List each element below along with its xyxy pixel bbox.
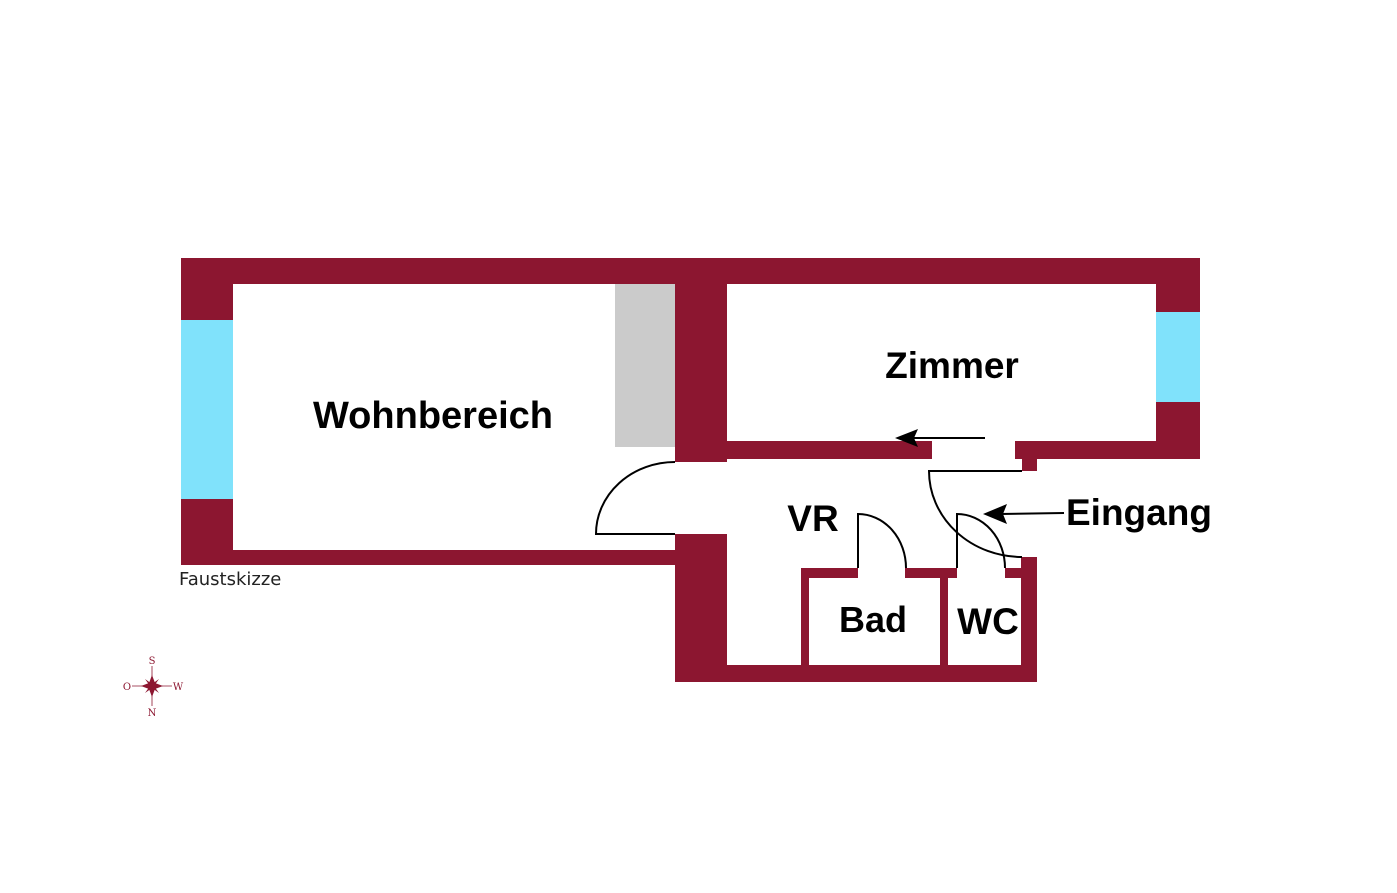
wall-bad-left <box>801 568 809 682</box>
door-entrance <box>927 470 1023 558</box>
window-left <box>181 320 233 499</box>
wall-bad-top-left <box>801 568 858 578</box>
compass-bottom: N <box>148 708 157 719</box>
label-bad: Bad <box>839 599 907 640</box>
arrows <box>895 429 1065 524</box>
label-wc: WC <box>957 601 1019 642</box>
window-right <box>1156 312 1200 402</box>
door-bad <box>857 512 907 569</box>
arrow-zimmer-head <box>895 429 918 447</box>
wall-left-upper <box>181 258 233 320</box>
built-in-cabinet <box>615 284 675 447</box>
wall-central-upper <box>675 258 727 462</box>
door-wohnbereich <box>594 461 676 535</box>
wall-central-lower <box>675 534 727 682</box>
doors <box>594 461 1023 569</box>
arrow-eingang-line <box>999 512 1065 515</box>
label-zimmer: Zimmer <box>885 345 1019 386</box>
wall-bottom-service <box>675 665 1037 682</box>
wall-zimmer-bottom-left <box>675 441 932 459</box>
label-wohnbereich: Wohnbereich <box>313 395 553 437</box>
door-wc <box>956 512 1006 569</box>
wall-entry-right <box>1021 557 1037 682</box>
label-vr: VR <box>787 498 838 539</box>
arrow-eingang-head <box>983 504 1007 524</box>
compass-left: O <box>123 682 131 693</box>
walls <box>181 258 1200 682</box>
windows <box>181 312 1200 499</box>
wall-zimmer-bottom-right <box>1015 441 1200 459</box>
compass-top: S <box>149 656 156 667</box>
wall-bad-wc-divider <box>940 568 948 682</box>
wall-bad-top-right <box>905 568 957 578</box>
label-eingang: Eingang <box>1066 492 1212 533</box>
compass-rose-icon: S O W N <box>123 656 184 719</box>
sketch-note: Faustskizze <box>179 569 281 590</box>
wall-wc-top-right <box>1005 568 1037 578</box>
wall-wohnbereich-bottom <box>181 550 677 565</box>
wall-right-upper <box>1156 258 1200 312</box>
compass-right: W <box>173 682 184 693</box>
wall-entry-stub <box>1022 441 1037 471</box>
